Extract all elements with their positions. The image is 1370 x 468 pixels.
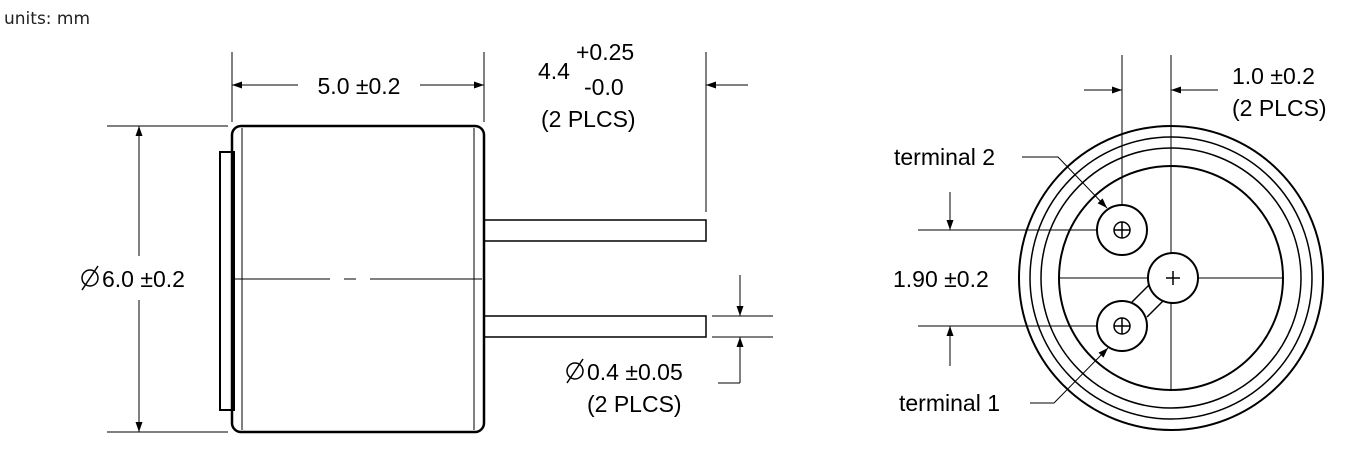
pin-length-upper-tol: +0.25	[576, 39, 634, 65]
pin-bottom	[483, 315, 707, 338]
terminal-1-pad	[1096, 300, 1148, 352]
end-view: 1.0 ±0.2 (2 PLCS) 1.90 ±0.2 terminal 2 t…	[893, 55, 1327, 431]
side-view: 5.0 ±0.2 4.4 +0.25 -0.0 (2 PLCS) 6.0 ±0.…	[81, 39, 773, 434]
diameter-dimension: 6.0 ±0.2	[102, 266, 185, 292]
pin-length-count: (2 PLCS)	[541, 106, 636, 132]
units-note: units: mm	[4, 9, 90, 29]
capsule-body	[230, 124, 486, 434]
terminal-2-label: terminal 2	[894, 144, 995, 170]
pin-diameter-count: (2 PLCS)	[587, 391, 682, 417]
terminal-1-label: terminal 1	[899, 390, 1000, 416]
terminal-offset-dimension: 1.0 ±0.2	[1232, 63, 1315, 89]
length-dimension: 5.0 ±0.2	[318, 73, 401, 99]
terminal-offset-count: (2 PLCS)	[1232, 95, 1327, 121]
terminal-spacing-dimension: 1.90 ±0.2	[893, 266, 989, 292]
pin-top	[483, 219, 707, 242]
terminal-2-pad	[1096, 204, 1148, 256]
pin-length-lower-tol: -0.0	[584, 74, 624, 100]
pin-diameter-dimension: 0.4 ±0.05	[587, 359, 683, 385]
diameter-symbol	[81, 265, 99, 291]
pin-length-nominal: 4.4	[538, 58, 570, 84]
diameter-symbol	[566, 358, 584, 384]
capsule-flange	[219, 151, 235, 411]
